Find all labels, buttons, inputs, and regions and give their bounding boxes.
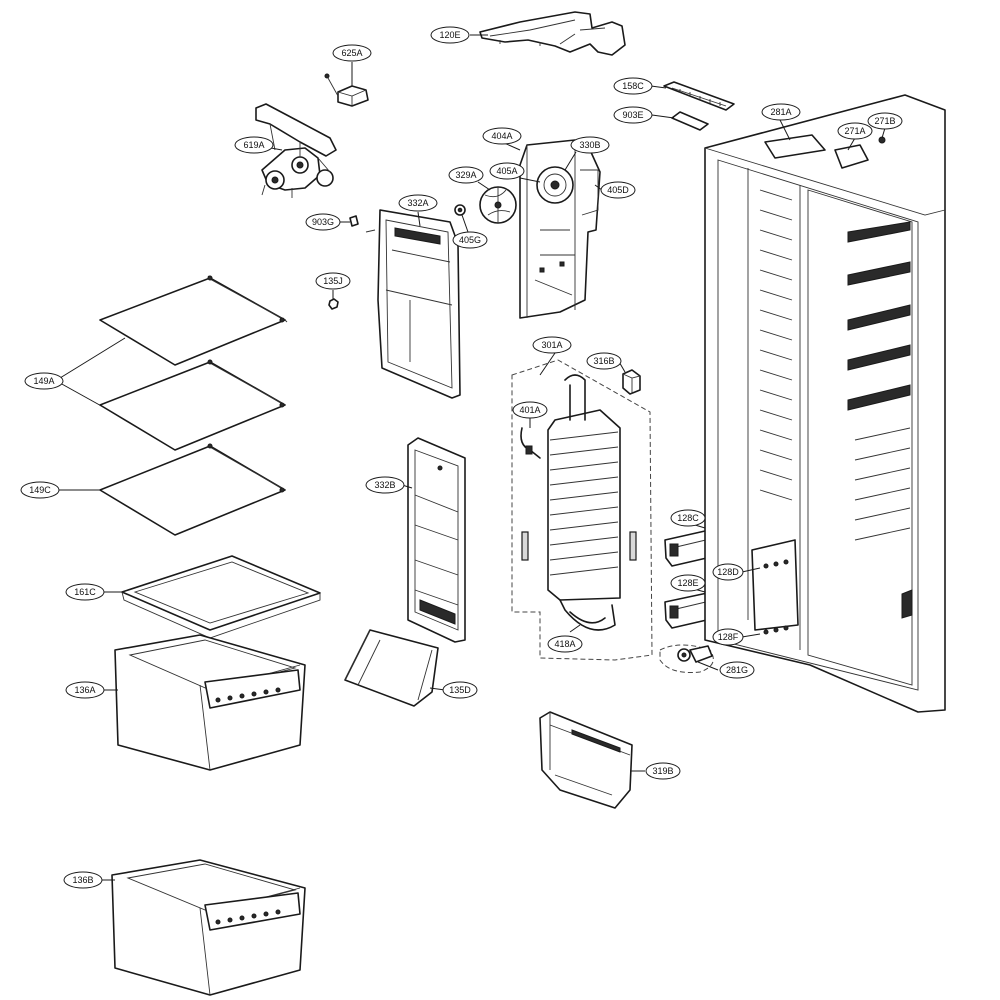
callout-label: 136A xyxy=(74,685,95,695)
callout-281A: 281A xyxy=(761,103,801,121)
callout-label: 319B xyxy=(652,766,673,776)
part-149A-shelf-middle xyxy=(99,359,286,451)
callout-label: 135D xyxy=(449,685,471,695)
callout-label: 329A xyxy=(455,170,476,180)
callout-329A: 329A xyxy=(448,166,484,184)
callout-161C: 161C xyxy=(65,583,105,601)
callout-135D: 135D xyxy=(442,681,478,699)
callout-301A: 301A xyxy=(532,336,572,354)
part-136B-crisper-drawer xyxy=(111,859,306,996)
callout-136B: 136B xyxy=(63,871,103,889)
part-404A-fan-housing xyxy=(519,139,601,319)
callout-label: 128E xyxy=(677,578,698,588)
part-cabinet-body xyxy=(704,94,946,713)
callout-label: 281G xyxy=(726,665,748,675)
callout-label: 128F xyxy=(718,632,739,642)
callout-149A: 149A xyxy=(24,372,64,390)
callout-332A: 332A xyxy=(398,194,438,212)
part-332B-evap-cover-lower xyxy=(407,437,466,643)
callout-619A: 619A xyxy=(234,136,274,154)
callout-label: 271B xyxy=(874,116,895,126)
part-149A-shelf-top xyxy=(99,275,288,366)
callout-271B: 271B xyxy=(867,112,903,130)
callout-405A: 405A xyxy=(489,162,525,180)
callout-label: 332B xyxy=(374,480,395,490)
callout-135J: 135J xyxy=(315,272,351,290)
part-120E-top-cover xyxy=(479,11,626,56)
callout-418A: 418A xyxy=(547,635,583,653)
callout-label: 136B xyxy=(72,875,93,885)
callout-316B: 316B xyxy=(586,352,622,370)
callout-label: 158C xyxy=(622,81,644,91)
part-319B-housing xyxy=(539,711,633,809)
callout-label: 401A xyxy=(519,405,540,415)
callout-label: 404A xyxy=(491,131,512,141)
callout-label: 903E xyxy=(622,110,643,120)
part-281G-hinge xyxy=(659,644,714,673)
callout-label: 903G xyxy=(312,217,334,227)
callout-404A: 404A xyxy=(482,127,522,145)
callout-271A: 271A xyxy=(837,122,873,140)
part-135J-nut xyxy=(328,298,339,310)
part-619A-water-valve xyxy=(255,103,337,198)
part-329A-fan-blade xyxy=(479,186,517,224)
part-161C-crisper-cover xyxy=(121,555,321,639)
part-135D-cover xyxy=(344,629,439,707)
callout-332B: 332B xyxy=(365,476,405,494)
callout-label: 161C xyxy=(74,587,96,597)
callout-128E: 128E xyxy=(670,574,706,592)
callout-label: 128D xyxy=(717,567,739,577)
callout-128C: 128C xyxy=(670,509,706,527)
part-158C-bar xyxy=(663,81,735,111)
part-136A-crisper-drawer xyxy=(114,634,306,771)
callout-158C: 158C xyxy=(613,77,653,95)
callout-label: 301A xyxy=(541,340,562,350)
part-316B-block xyxy=(622,369,641,395)
callout-120E: 120E xyxy=(430,26,470,44)
callout-label: 405G xyxy=(459,235,481,245)
callout-label: 330B xyxy=(579,140,600,150)
callout-149C: 149C xyxy=(20,481,60,499)
part-625A-sensor xyxy=(324,73,369,107)
callout-401A: 401A xyxy=(512,401,548,419)
callout-label: 619A xyxy=(243,140,264,150)
callout-label: 149A xyxy=(33,376,54,386)
callout-625A: 625A xyxy=(332,44,372,62)
part-149C-shelf-bottom xyxy=(99,443,286,536)
callout-label: 135J xyxy=(323,276,343,286)
callout-label: 405D xyxy=(607,185,629,195)
callout-label: 149C xyxy=(29,485,51,495)
callout-903E: 903E xyxy=(613,106,653,124)
callout-128F: 128F xyxy=(712,628,744,646)
callout-136A: 136A xyxy=(65,681,105,699)
callout-label: 281A xyxy=(770,107,791,117)
callout-405D: 405D xyxy=(600,181,636,199)
callout-label: 625A xyxy=(341,48,362,58)
callout-319B: 319B xyxy=(645,762,681,780)
callout-330B: 330B xyxy=(570,136,610,154)
part-405G-grommet xyxy=(454,204,466,216)
part-903G-clip xyxy=(349,215,359,227)
callout-label: 418A xyxy=(554,639,575,649)
callout-label: 128C xyxy=(677,513,699,523)
callout-label: 316B xyxy=(593,356,614,366)
callout-label: 332A xyxy=(407,198,428,208)
callout-label: 405A xyxy=(496,166,517,176)
part-332A-evap-cover-upper xyxy=(365,209,461,399)
callout-label: 271A xyxy=(844,126,865,136)
part-301A-evaporator xyxy=(511,359,653,661)
callout-405G: 405G xyxy=(452,231,488,249)
callout-903G: 903G xyxy=(305,213,341,231)
callout-281G: 281G xyxy=(719,661,755,679)
callout-label: 120E xyxy=(439,30,460,40)
part-903E-pad xyxy=(671,111,709,131)
callout-128D: 128D xyxy=(712,563,744,581)
